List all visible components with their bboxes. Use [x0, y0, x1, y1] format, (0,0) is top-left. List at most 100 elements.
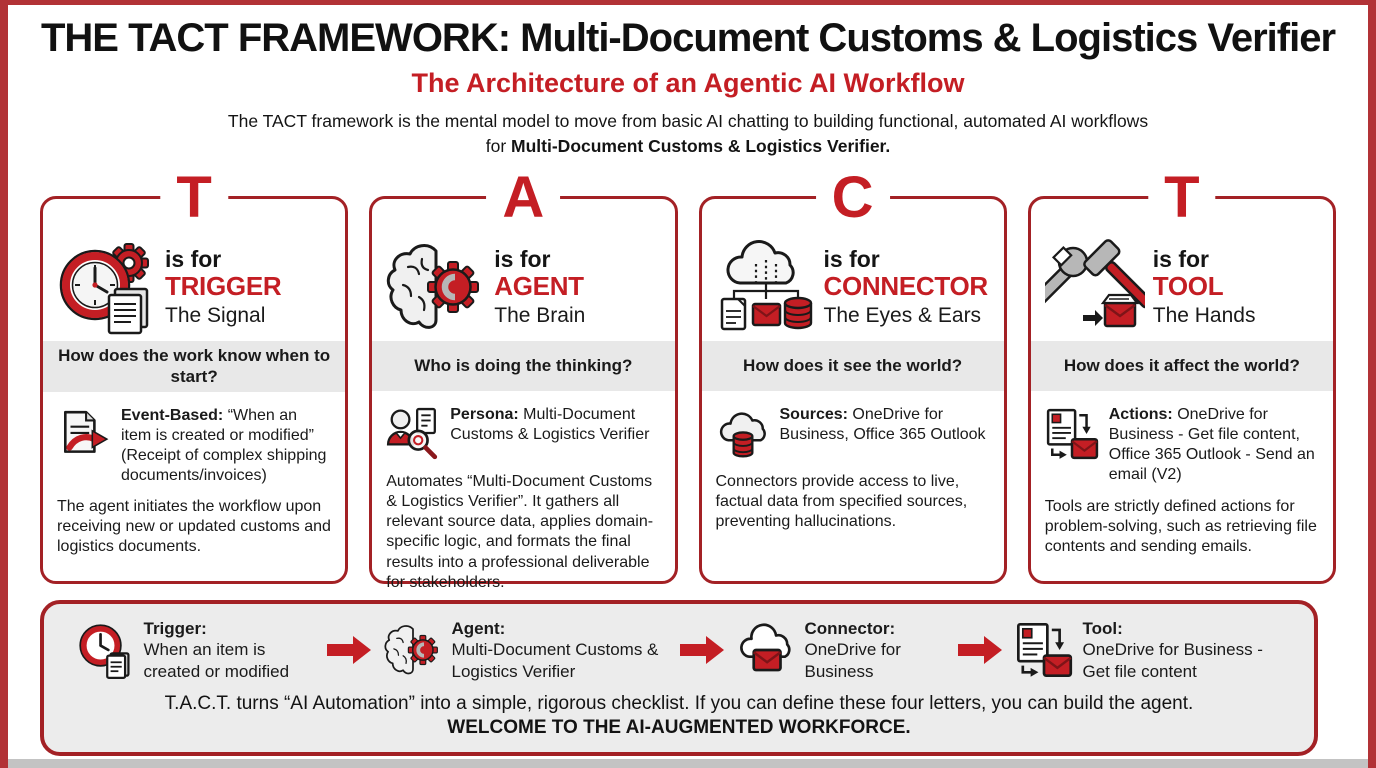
flow-step-trigger: Trigger: When an item is created or modi…: [76, 618, 314, 682]
is-for-label: is for: [494, 245, 551, 272]
flow-step-tool: Tool: OneDrive for Business - Get file c…: [1015, 618, 1283, 682]
flow-step-value: Multi-Document Customs & Logistics Verif…: [451, 640, 659, 681]
flow-step-label: Tool:: [1082, 619, 1123, 638]
page-subtitle: The Architecture of an Agentic AI Workfl…: [411, 68, 965, 98]
detail-text: “When an item is created or modified” (R…: [121, 406, 327, 484]
card-tool-detail: Actions: OneDrive for Business - Get fil…: [1109, 405, 1319, 486]
card-trigger-heading: is for TRIGGER The Signal: [165, 245, 282, 328]
question-banner-trigger: How does the work know when to start?: [43, 341, 346, 392]
description-line2-prefix: for: [485, 135, 512, 156]
card-connector-detail: Sources: OneDrive for Business, Office 3…: [780, 405, 990, 461]
tagline-agent: The Brain: [494, 304, 586, 328]
flow-step-agent-text: Agent: Multi-Document Customs & Logistic…: [452, 618, 667, 682]
flow-step-label: Agent:: [451, 619, 506, 638]
persona-magnifier-document-icon: [386, 407, 440, 461]
tagline-tool: The Hands: [1152, 304, 1256, 328]
card-tool-heading: is for TOOL The Hands: [1153, 246, 1256, 328]
card-tool-head: is for TOOL The Hands: [1031, 199, 1333, 341]
frame-border-left: [0, 0, 8, 768]
card-agent: A: [369, 168, 678, 591]
cards-row: T: [40, 168, 1336, 591]
card-trigger-body: Event-Based: “When an item is created or…: [43, 392, 345, 558]
card-letter-t1: T: [160, 168, 228, 227]
closing-text: T.A.C.T. turns “AI Automation” into a si…: [165, 692, 1194, 741]
question-banner-agent: Who is doing the thinking?: [372, 341, 675, 391]
keyword-agent: AGENT: [494, 271, 584, 302]
description-line2-bold: Multi-Document Customs & Logistics Verif…: [511, 135, 891, 156]
tagline-connector: The Eyes & Ears: [823, 304, 982, 328]
card-agent-heading: is for AGENT The Brain: [494, 246, 585, 328]
header: THE TACT FRAMEWORK: Multi-Document Custo…: [40, 16, 1336, 158]
detail-label: Actions:: [1108, 406, 1173, 423]
card-agent-head: is for AGENT The Brain: [372, 199, 674, 341]
frame-border-right: [1368, 0, 1376, 768]
keyword-connector: CONNECTOR: [823, 271, 989, 302]
card-trigger-note: The agent initiates the workflow upon re…: [57, 498, 331, 556]
document-envelope-arrows-icon: [1045, 407, 1099, 461]
flow-step-value: When an item is created or modified: [143, 640, 290, 681]
card-letter-c: C: [815, 168, 890, 227]
card-connector-heading: is for CONNECTOR The Eyes & Ears: [823, 245, 989, 328]
detail-label: Event-Based:: [121, 406, 224, 424]
red-arrow-right-icon: [957, 635, 1002, 665]
card-connector-head: is for CONNECTOR The Eyes & Ears: [702, 199, 1004, 341]
wrench-hammer-envelope-icon: [1044, 237, 1145, 337]
is-for-label: is for: [165, 245, 222, 272]
detail-label: Sources:: [779, 406, 848, 423]
card-connector-body: Sources: OneDrive for Business, Office 3…: [702, 391, 1004, 532]
card-agent-body: Persona: Multi-Document Customs & Logist…: [372, 391, 674, 593]
cloud-connections-icon: [716, 237, 816, 337]
red-arrow-right-icon: [326, 635, 371, 665]
card-connector-note: Connectors provide access to live, factu…: [715, 473, 968, 531]
card-letter-t2: T: [1148, 168, 1216, 227]
detail-text: OneDrive for Business - Get file content…: [1108, 406, 1315, 484]
detail-text: Multi-Document Customs & Logistics Verif…: [450, 406, 650, 444]
flow-step-connector: Connector: OneDrive for Business: [737, 618, 945, 682]
document-envelope-arrows-icon: [1015, 621, 1073, 679]
cloud-database-icon: [716, 407, 770, 461]
card-tool: T: [1027, 168, 1336, 584]
is-for-label: is for: [1152, 245, 1209, 272]
question-banner-tool: How does it affect the world?: [1030, 341, 1333, 391]
frame-border-top: [0, 0, 1376, 5]
alarm-clock-document-icon: [76, 621, 134, 679]
flow-step-value: OneDrive for Business - Get file content: [1082, 640, 1263, 681]
closing-bold-line: WELCOME TO THE AI-AUGMENTED WORKFORCE.: [447, 717, 911, 739]
red-arrow-right-icon: [679, 635, 724, 665]
flow-step-tool-text: Tool: OneDrive for Business - Get file c…: [1083, 618, 1283, 682]
card-agent-detail: Persona: Multi-Document Customs & Logist…: [450, 405, 660, 461]
is-for-label: is for: [823, 245, 880, 272]
card-tool-body: Actions: OneDrive for Business - Get fil…: [1031, 391, 1333, 557]
keyword-trigger: TRIGGER: [165, 271, 282, 302]
flow-step-trigger-text: Trigger: When an item is created or modi…: [144, 618, 314, 682]
detail-text: OneDrive for Business, Office 365 Outloo…: [779, 406, 986, 444]
closing-line: T.A.C.T. turns “AI Automation” into a si…: [164, 692, 1194, 714]
flow-step-connector-text: Connector: OneDrive for Business: [805, 618, 945, 682]
detail-label: Persona:: [450, 406, 519, 423]
card-agent-note: Automates “Multi-Document Customs & Logi…: [386, 473, 654, 591]
workflow-chain: Trigger: When an item is created or modi…: [44, 618, 1314, 682]
flow-step-label: Connector:: [804, 619, 896, 638]
card-letter-a: A: [486, 168, 561, 227]
frame-border-bottom: [0, 759, 1376, 768]
flow-step-label: Trigger:: [143, 619, 207, 638]
tagline-trigger: The Signal: [165, 304, 266, 328]
page-title: THE TACT FRAMEWORK: Multi-Document Custo…: [40, 16, 1336, 60]
card-tool-note: Tools are strictly defined actions for p…: [1044, 497, 1317, 555]
workflow-summary-bar: Trigger: When an item is created or modi…: [40, 600, 1318, 756]
card-trigger-detail: Event-Based: “When an item is created or…: [121, 406, 331, 487]
document-red-arrow-icon: [57, 408, 111, 462]
card-trigger-head: is for TRIGGER The Signal: [43, 199, 345, 341]
cloud-envelope-icon: [737, 621, 795, 679]
alarm-clock-gear-documents-icon: [57, 237, 157, 337]
keyword-tool: TOOL: [1152, 271, 1224, 302]
flow-step-value: OneDrive for Business: [804, 640, 901, 681]
brain-gear-icon: [384, 621, 442, 679]
question-banner-connector: How does it see the world?: [701, 341, 1004, 391]
description-line1: The TACT framework is the mental model t…: [227, 111, 1149, 131]
flow-step-agent: Agent: Multi-Document Customs & Logistic…: [384, 618, 667, 682]
card-trigger: T: [40, 168, 349, 584]
page-description: The TACT framework is the mental model t…: [40, 109, 1336, 158]
card-connector: C: [698, 168, 1007, 584]
